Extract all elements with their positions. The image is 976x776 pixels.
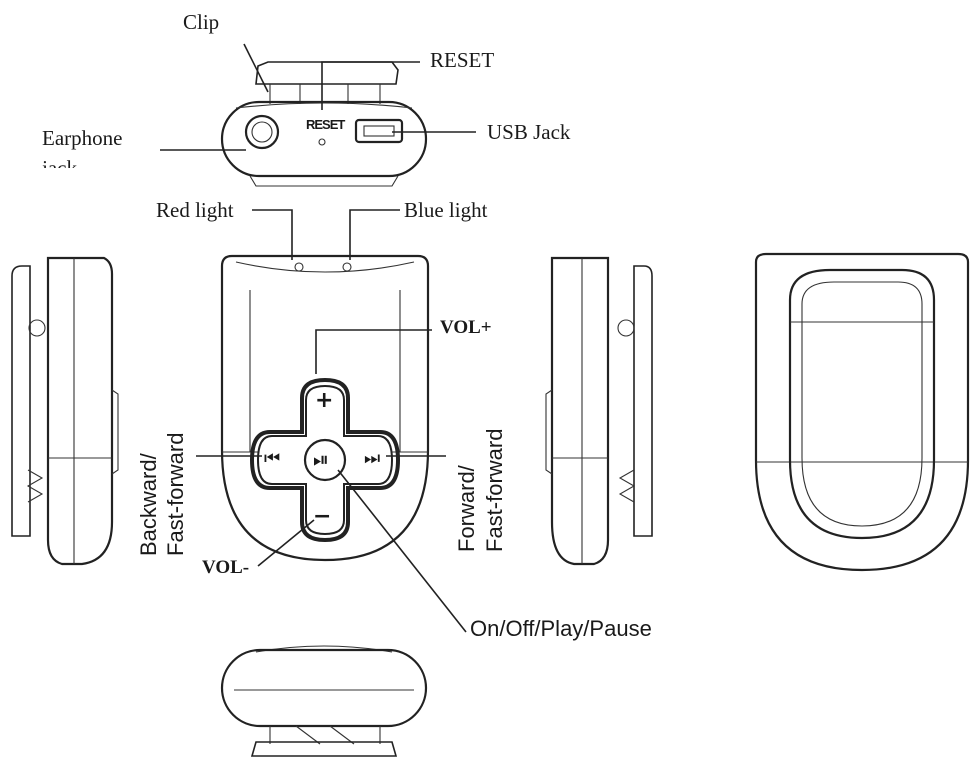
- top-body: [220, 100, 428, 178]
- red-light-leader: [252, 209, 293, 260]
- vol-minus-leader: [257, 519, 315, 567]
- earphone-label-line2-clip: jack: [42, 158, 122, 168]
- forward-label-line2: Fast-forward: [482, 428, 507, 552]
- earphone-jack-inner: [251, 121, 273, 143]
- top-clip-legs: [269, 84, 381, 104]
- right-side-spring: [618, 469, 636, 503]
- forward-label-line1: Forward/: [454, 465, 479, 552]
- play-pause-button-ring: [303, 438, 347, 482]
- reset-label: RESET: [430, 48, 495, 72]
- top-clip-shape: [255, 61, 399, 85]
- blue-light-leader: [349, 209, 400, 260]
- clip-leader: [243, 43, 269, 93]
- blue-light-label: Blue light: [404, 198, 488, 222]
- control-cross: [256, 384, 394, 536]
- back-clip-inner: [801, 281, 923, 527]
- reset-marking: RESET: [306, 117, 345, 132]
- front-body: [220, 254, 430, 562]
- left-side-buttons: [111, 389, 119, 475]
- bottom-body: [220, 648, 428, 728]
- right-side-buttons: [545, 389, 553, 475]
- vol-plus-label: VOL+: [440, 317, 492, 338]
- back-view: [754, 252, 970, 572]
- on-off-leader: [337, 469, 467, 633]
- left-side-view: [11, 256, 119, 566]
- usb-port-inner: [363, 125, 395, 137]
- prev-track-icon: ⏮: [264, 448, 281, 469]
- red-light-led: [294, 262, 304, 272]
- right-side-body: [550, 256, 610, 566]
- control-cross-outline: [249, 377, 401, 543]
- left-side-hinge: [28, 319, 46, 337]
- next-track-icon: ⏭: [364, 448, 381, 469]
- clip-label: Clip: [183, 10, 220, 34]
- top-body-rim: [249, 175, 399, 187]
- left-side-clip: [11, 265, 31, 537]
- left-side-body: [46, 256, 114, 566]
- vol-plus-icon: +: [315, 388, 334, 413]
- usb-port: [354, 118, 404, 144]
- right-side-clip: [633, 265, 653, 537]
- front-view: [196, 209, 467, 633]
- vol-minus-icon: −: [313, 504, 332, 529]
- top-view: [160, 43, 476, 187]
- backward-label-line1: Backward/: [136, 453, 161, 556]
- earphone-label-line1: Earphone: [42, 126, 123, 150]
- bottom-view: [220, 645, 428, 757]
- earphone-label-line2: jack: [42, 158, 77, 168]
- top-body-edge: [235, 102, 413, 109]
- play-pause-icon: ⏯: [313, 447, 329, 471]
- reset-leader: [321, 61, 420, 110]
- back-body: [754, 252, 970, 572]
- right-side-hinge: [617, 319, 635, 337]
- vol-minus-label: VOL-: [202, 557, 250, 578]
- on-off-play-pause-label: On/Off/Play/Pause: [470, 616, 652, 641]
- front-top-curve: [235, 261, 415, 273]
- vol-plus-leader: [315, 329, 432, 374]
- bottom-clip-shape: [250, 741, 398, 757]
- reset-hole: [318, 138, 326, 146]
- bottom-clip-legs: [269, 725, 381, 745]
- back-clip: [788, 268, 936, 540]
- earphone-jack-port: [244, 114, 280, 150]
- right-side-view: [545, 256, 653, 566]
- left-side-spring: [26, 469, 44, 503]
- red-light-label: Red light: [156, 198, 234, 222]
- usb-jack-label: USB Jack: [487, 120, 571, 144]
- blue-light-led: [342, 262, 352, 272]
- backward-label-line2: Fast-forward: [163, 432, 188, 556]
